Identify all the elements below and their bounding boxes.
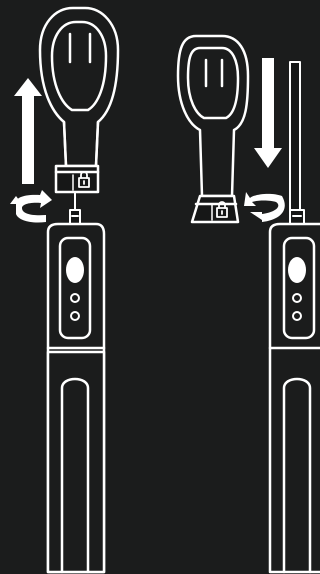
handle-right (268, 222, 320, 574)
head-collar (190, 194, 240, 224)
down-arrow-icon (254, 58, 282, 168)
drive-shaft-right (289, 61, 305, 225)
head-inner-loop (50, 20, 108, 112)
brush-head-right (176, 34, 250, 224)
head-inner-loop (186, 46, 240, 120)
button-panel (58, 236, 92, 340)
mode-indicator-2 (70, 311, 80, 321)
mode-indicator-1 (70, 293, 80, 303)
head-collar (54, 164, 100, 194)
power-button (66, 257, 84, 283)
step-attach-head (176, 34, 320, 574)
handle-left (46, 222, 106, 574)
mode-indicator-1 (292, 293, 302, 303)
clockwise-rotate-icon (244, 192, 285, 222)
button-panel (282, 236, 316, 340)
counterclockwise-rotate-icon (10, 190, 52, 223)
head-clip (204, 58, 224, 88)
lock-icon (78, 171, 90, 188)
up-arrow-icon (14, 78, 42, 184)
head-clip (68, 32, 92, 64)
power-button (288, 257, 306, 283)
brush-head-left (38, 6, 120, 194)
step-remove-head (10, 6, 120, 574)
grip-slot (60, 377, 90, 574)
mode-indicator-2 (292, 311, 302, 321)
lock-icon (216, 201, 228, 218)
grip-slot (282, 377, 312, 574)
